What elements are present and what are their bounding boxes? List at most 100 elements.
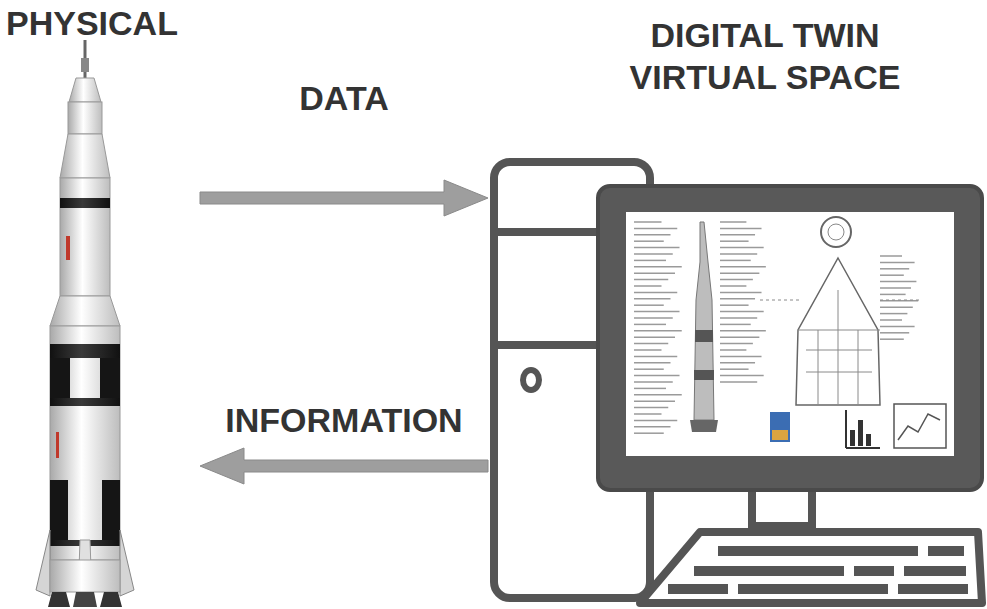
arrow-label: INFORMATION (221, 400, 466, 440)
digital-twin: DIGITAL TWIN VIRTUAL SPACE (488, 8, 985, 608)
screen-blueprint (690, 420, 718, 432)
screen-blueprint (634, 266, 682, 268)
screen-blueprint (634, 375, 680, 377)
rocket-illustration (66, 236, 70, 260)
screen-blueprint (694, 370, 714, 380)
screen-blueprint (720, 240, 749, 242)
screen-blueprint (796, 258, 880, 405)
arrow-shape (200, 180, 488, 216)
screen-blueprint (634, 217, 946, 448)
screen-blueprint (634, 356, 677, 358)
screen-blueprint (772, 430, 788, 440)
computer-tower (523, 370, 539, 390)
screen-blueprint (634, 311, 680, 313)
screen-blueprint (898, 414, 940, 440)
screen-blueprint (720, 317, 757, 319)
screen-blueprint (880, 306, 913, 308)
screen-blueprint (880, 274, 904, 276)
screen-blueprint (634, 304, 664, 306)
screen-blueprint (634, 349, 662, 351)
screen-blueprint (634, 221, 662, 223)
screen-blueprint (806, 350, 872, 351)
rocket-illustration (50, 480, 68, 540)
arrow-label: DATA (295, 78, 392, 118)
screen-blueprint (720, 292, 762, 294)
rocket-illustration (50, 560, 120, 592)
keyboard (640, 532, 982, 603)
screen-blueprint (880, 332, 909, 334)
screen-blueprint (720, 228, 762, 230)
screen-blueprint (866, 434, 871, 446)
rocket-illustration (81, 58, 89, 72)
screen-blueprint (850, 430, 855, 446)
screen-blueprint (634, 400, 675, 402)
screen-blueprint (821, 217, 851, 247)
screen-blueprint (634, 343, 668, 345)
screen-blueprint (760, 300, 800, 301)
keyboard (694, 566, 844, 576)
rocket-illustration (50, 326, 120, 560)
screen-blueprint (720, 336, 759, 338)
rocket-illustration (69, 78, 101, 102)
screen-blueprint (894, 404, 946, 448)
screen-blueprint (880, 326, 915, 328)
screen-blueprint (880, 287, 911, 289)
screen-blueprint (720, 381, 757, 383)
screen-blueprint (720, 298, 755, 300)
screen-blueprint (634, 260, 666, 262)
rocket-illustration (60, 178, 110, 296)
screen-blueprint (880, 338, 904, 340)
physical-object: PHYSICAL (0, 0, 200, 609)
screen-blueprint (846, 447, 880, 449)
screen-blueprint (634, 368, 664, 370)
keyboard (928, 546, 964, 556)
screen-blueprint (720, 272, 759, 274)
screen-blueprint (634, 336, 675, 338)
screen-blueprint (720, 279, 753, 281)
computer-monitor (598, 186, 982, 490)
screen-blueprint (720, 247, 764, 249)
rocket-illustration (60, 198, 110, 208)
screen-blueprint (634, 292, 677, 294)
rocket-illustration (50, 398, 120, 406)
screen-blueprint (720, 266, 766, 268)
screen-blueprint (858, 330, 859, 405)
rocket-illustration (102, 480, 120, 540)
screen-blueprint (694, 222, 714, 420)
computer-monitor (752, 488, 812, 526)
screen-blueprint (806, 372, 872, 373)
screen-blueprint (720, 356, 762, 358)
screen-blueprint (634, 285, 662, 287)
screen-blueprint (634, 394, 682, 396)
screen-blueprint (880, 313, 907, 315)
flow-arrow (200, 180, 488, 216)
screen-blueprint (634, 330, 682, 332)
screen-blueprint (720, 343, 753, 345)
screen-blueprint (845, 410, 847, 448)
screen-blueprint (858, 420, 863, 446)
screen-blueprint (695, 330, 713, 342)
rocket-illustration (60, 134, 110, 178)
rocket-illustration (73, 592, 97, 607)
screen-blueprint (634, 432, 664, 434)
keyboard (668, 584, 728, 594)
screen-blueprint (634, 279, 668, 281)
screen-blueprint (720, 349, 746, 351)
screen-blueprint (634, 362, 671, 364)
rocket-illustration (36, 530, 50, 596)
screen-blueprint (880, 300, 920, 301)
screen-blueprint (720, 324, 751, 326)
screen-blueprint (634, 222, 918, 433)
screen-blueprint (720, 221, 746, 223)
screen-blueprint (634, 298, 671, 300)
screen-blueprint (828, 224, 844, 240)
screen-blueprint (818, 330, 819, 405)
arrow-shape (200, 448, 488, 484)
rocket-illustration (48, 592, 70, 607)
rocket-illustration (50, 358, 70, 398)
heading-label: DIGITAL TWIN VIRTUAL SPACE (615, 14, 915, 98)
screen-blueprint (634, 420, 677, 422)
rocket-illustration (50, 296, 120, 326)
screen-blueprint (720, 260, 751, 262)
